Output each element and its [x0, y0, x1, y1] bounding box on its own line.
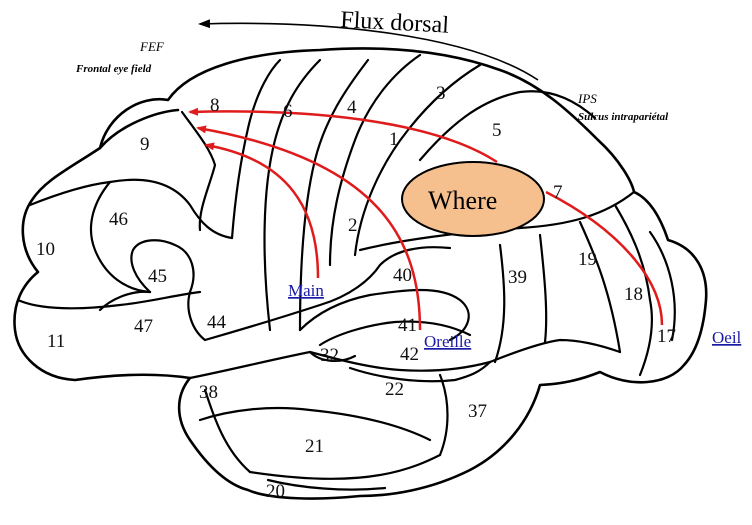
area-41: 41: [398, 315, 417, 336]
fef-full: Frontal eye field: [75, 63, 152, 75]
area-18: 18: [624, 284, 643, 305]
area-11: 11: [47, 331, 65, 352]
area-17: 17: [657, 326, 676, 347]
area-5: 5: [492, 120, 502, 141]
area-4: 4: [347, 97, 357, 118]
area-6: 6: [283, 101, 293, 122]
area-37: 37: [468, 401, 487, 422]
area-9: 9: [140, 134, 150, 155]
area-39: 39: [508, 267, 527, 288]
area-47: 47: [134, 316, 153, 337]
area-21: 21: [305, 436, 324, 457]
area-19: 19: [578, 249, 597, 270]
link-oreille[interactable]: Oreille: [424, 332, 471, 351]
area-40: 40: [393, 265, 412, 286]
area-22: 22: [385, 379, 404, 400]
area-44: 44: [207, 312, 227, 333]
link-main[interactable]: Main: [288, 281, 324, 300]
area-46: 46: [109, 209, 128, 230]
ips-full: Sulcus intrapariétal: [578, 111, 669, 123]
area-45: 45: [148, 266, 167, 287]
area-7: 7: [553, 182, 563, 203]
flux-dorsal-label: Flux dorsal: [340, 7, 450, 39]
pathway-oeil: [546, 192, 662, 325]
area-32: 32: [320, 345, 339, 366]
link-oeil[interactable]: Oeil: [712, 328, 742, 347]
area-38: 38: [199, 382, 218, 403]
area-8: 8: [210, 95, 220, 116]
area-10: 10: [36, 239, 55, 260]
where-label: Where: [428, 186, 497, 215]
area-20: 20: [266, 481, 285, 502]
ips-abbrev: IPS: [577, 91, 597, 106]
area-2: 2: [348, 215, 358, 236]
area-1: 1: [389, 129, 399, 150]
area-3: 3: [436, 83, 446, 104]
fef-abbrev: FEF: [139, 39, 165, 54]
area-42: 42: [400, 344, 419, 365]
